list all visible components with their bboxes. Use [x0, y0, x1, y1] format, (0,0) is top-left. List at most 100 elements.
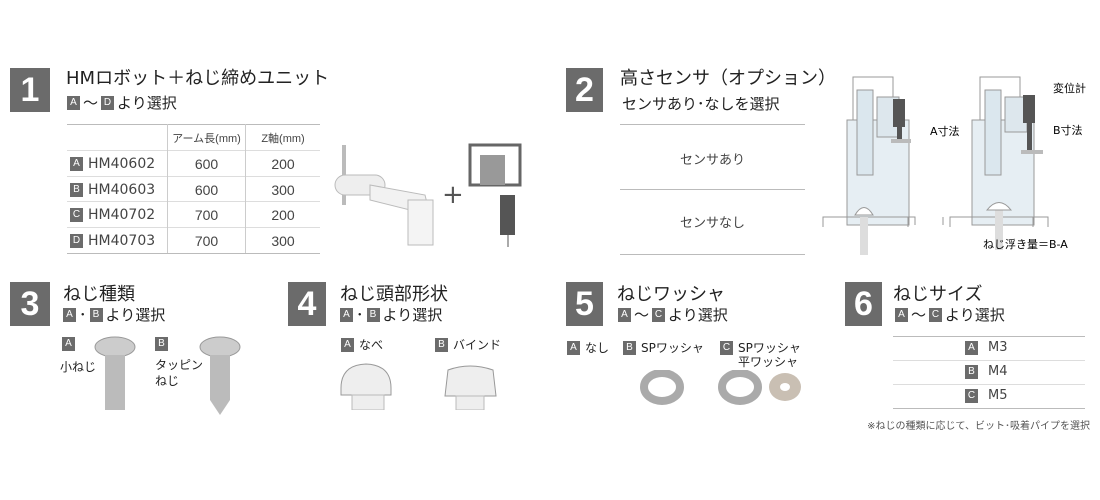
none-label: なし: [585, 341, 610, 355]
model-name: HM40703: [88, 233, 156, 249]
key-c: C: [929, 307, 943, 322]
size-value: M5: [988, 388, 1008, 403]
dot-sep: ･: [356, 306, 364, 324]
row-key: C: [70, 208, 83, 222]
key-a: A: [340, 307, 353, 322]
machine-screw-label: 小ねじ: [60, 360, 97, 374]
screw-float-label: ねじ浮き量＝B-A: [983, 238, 1068, 251]
dimension-a-label: A寸法: [930, 124, 960, 138]
head-shape-images: [340, 363, 497, 410]
model-name: HM40602: [88, 156, 156, 172]
step-badge-3: 3: [10, 282, 50, 326]
key-d: D: [101, 95, 115, 110]
key-b: B: [366, 307, 380, 322]
key-a: A: [895, 307, 908, 322]
z-axis-value: 300: [271, 182, 295, 198]
plus-sign: +: [442, 180, 464, 210]
select-text: より選択: [945, 306, 1005, 324]
key-c: C: [720, 340, 733, 355]
section-1-title: HMロボット＋ねじ締めユニット: [66, 68, 330, 89]
select-text: より選択: [105, 306, 166, 324]
section-5-title: ねじワッシャ: [617, 284, 725, 305]
size-option[interactable]: C M5: [965, 388, 1008, 403]
section-4-title: ねじ頭部形状: [340, 284, 448, 305]
option-sensor-no[interactable]: センサなし: [679, 215, 745, 230]
range-sep: 〜: [911, 306, 927, 324]
flat-washer-label: 平ワッシャ: [738, 355, 799, 369]
washer-option-a[interactable]: A なし: [567, 339, 609, 356]
key-a: A: [618, 307, 631, 322]
robot-row-model[interactable]: D HM40703: [70, 233, 155, 249]
select-text: より選択: [117, 94, 177, 112]
arm-length-value: 600: [194, 156, 219, 172]
displacement-gauge-label: 変位計: [1053, 81, 1086, 95]
row-key: B: [965, 364, 978, 379]
section-2-title: 高さセンサ（オプション）: [620, 68, 836, 89]
z-axis-value: 200: [271, 156, 295, 172]
range-sep: 〜: [634, 306, 650, 324]
size-value: M4: [988, 364, 1008, 379]
section-3-title: ねじ種類: [63, 284, 135, 305]
arm-length-value: 600: [194, 182, 219, 198]
size-value: M3: [988, 340, 1008, 355]
row-key: D: [70, 234, 83, 248]
select-text: より選択: [668, 306, 728, 324]
header-arm-length: アーム長(mm): [172, 133, 241, 145]
size-option[interactable]: A M3: [965, 340, 1008, 355]
key-b: B: [89, 307, 103, 322]
row-key: A: [965, 340, 978, 355]
size-option[interactable]: B M4: [965, 364, 1008, 379]
screw-option-a[interactable]: A: [62, 337, 75, 351]
section-2-subtitle: センサあり･なしを選択: [622, 95, 780, 113]
robot-and-unit-image: +: [334, 143, 522, 247]
binding-head-label: バインド: [453, 338, 502, 352]
select-text: より選択: [382, 306, 443, 324]
key-a: A: [67, 95, 80, 110]
washer-option-c[interactable]: C SPワッシャ: [720, 339, 801, 356]
row-key: C: [965, 388, 978, 403]
key-b: B: [435, 337, 448, 352]
key-a: A: [341, 337, 354, 352]
z-axis-value: 300: [271, 233, 295, 249]
dot-sep: ･: [79, 306, 87, 324]
tapping-screw-label-2: ねじ: [155, 374, 180, 388]
step-badge-4: 4: [288, 282, 326, 326]
sp-washer-label: SPワッシャ: [738, 341, 801, 355]
head-option-b[interactable]: B バインド: [435, 336, 501, 353]
range-sep: 〜: [83, 94, 99, 112]
screw-option-b[interactable]: B: [155, 337, 168, 351]
key-b: B: [155, 337, 168, 351]
robot-row-model[interactable]: C HM40702: [70, 207, 155, 223]
key-a: A: [62, 337, 75, 351]
dimension-b-label: B寸法: [1053, 123, 1083, 137]
screw-images: [94, 336, 241, 415]
option-sensor-yes[interactable]: センサあり: [679, 152, 745, 167]
z-axis-value: 200: [271, 207, 295, 223]
washer-images: [640, 370, 801, 405]
selection-note: ※ねじの種類に応じて、ビット･吸着パイプを選択: [867, 421, 1090, 432]
arm-length-value: 700: [194, 233, 219, 249]
model-name: HM40603: [88, 182, 156, 198]
arm-length-value: 700: [194, 207, 219, 223]
key-c: C: [652, 307, 666, 322]
key-a: A: [63, 307, 76, 322]
height-sensor-diagram: A寸法 B寸法 変位計 ねじ浮き量＝B-A: [822, 76, 1086, 255]
step-badge-2: 2: [566, 68, 603, 112]
step-badge-6: 6: [845, 282, 882, 326]
model-name: HM40702: [88, 207, 156, 223]
step-badge-5: 5: [566, 282, 603, 326]
sp-washer-label: SPワッシャ: [641, 341, 704, 355]
tapping-screw-label: タッピン: [155, 358, 204, 372]
key-a: A: [567, 340, 580, 355]
section-6-title: ねじサイズ: [893, 284, 983, 305]
step-badge-1: 1: [10, 68, 50, 112]
